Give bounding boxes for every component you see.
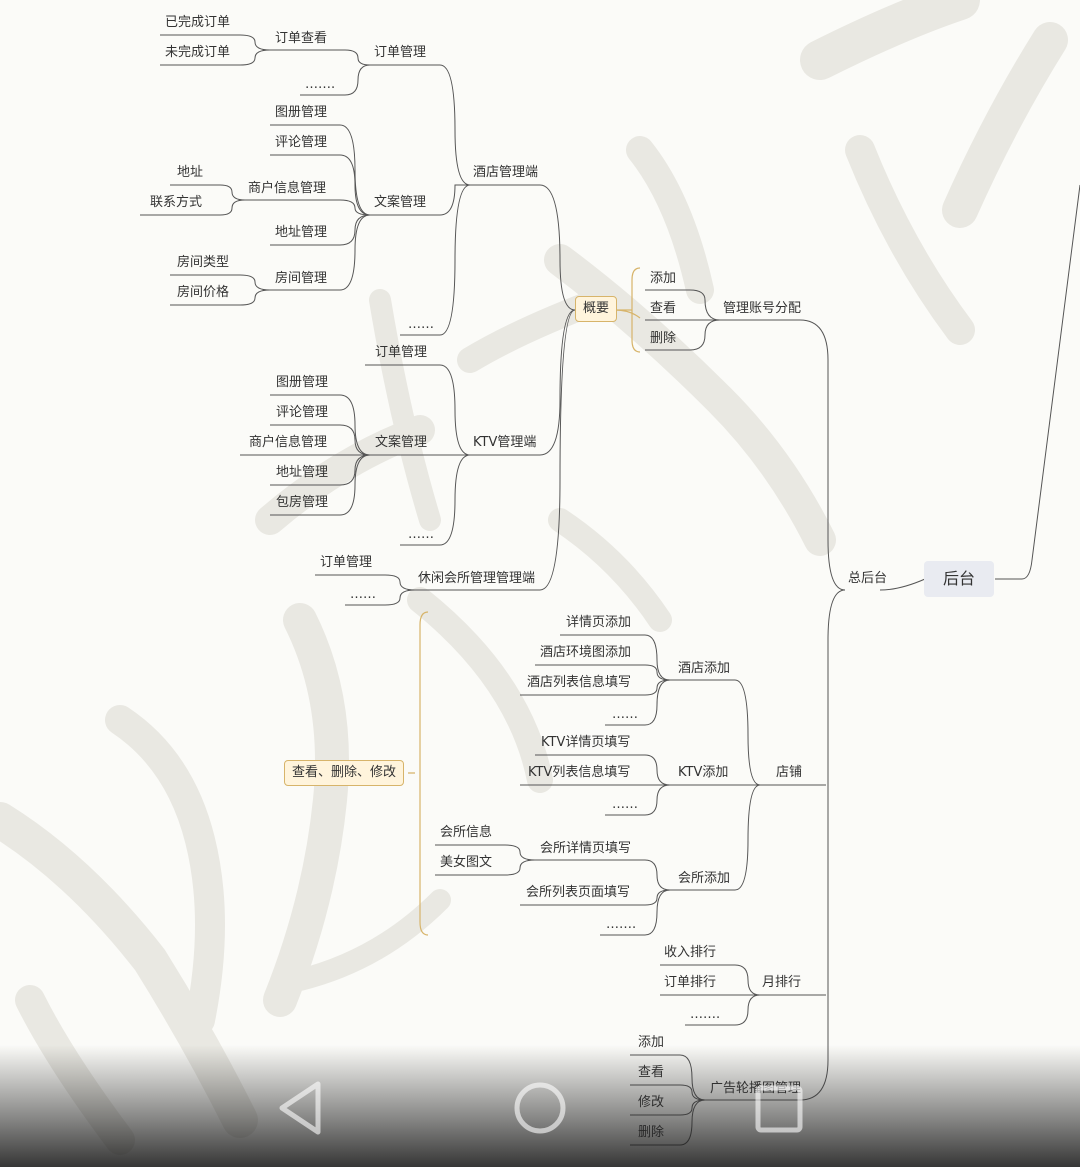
node-club-end[interactable]: 休闲会所管理管理端 [418,571,536,586]
node-income-rank[interactable]: 收入排行 [664,945,717,960]
node-ktv-merchant[interactable]: 商户信息管理 [249,435,328,450]
node-hotel-order-view[interactable]: 订单查看 [275,31,328,46]
node-ads-edit[interactable]: 修改 [638,1095,665,1110]
back-icon[interactable] [270,1078,330,1138]
node-ads-view[interactable]: 查看 [638,1065,665,1080]
node-ads-add[interactable]: 添加 [638,1035,665,1050]
node-monthly-more[interactable]: ……. [690,1007,721,1022]
node-hotel-room[interactable]: 房间管理 [275,271,328,286]
node-hotel-add-list[interactable]: 酒店列表信息填写 [527,675,632,690]
node-club-order[interactable]: 订单管理 [320,555,373,570]
node-uncompleted-orders[interactable]: 未完成订单 [165,45,231,60]
recents-icon[interactable] [752,1082,806,1136]
node-room-price[interactable]: 房间价格 [177,285,230,300]
node-ktv-order[interactable]: 订单管理 [375,345,428,360]
node-ktv-comment[interactable]: 评论管理 [276,405,329,420]
node-zonghoutai[interactable]: 总后台 [848,571,888,586]
node-ads-delete[interactable]: 删除 [638,1125,665,1140]
node-account-add[interactable]: 添加 [650,271,677,286]
node-ktv-add[interactable]: KTV添加 [678,765,729,780]
node-club-add[interactable]: 会所添加 [678,871,731,886]
node-hotel-add-detail[interactable]: 详情页添加 [566,615,632,630]
node-club-add-list[interactable]: 会所列表页面填写 [526,885,631,900]
node-ktv-copy[interactable]: 文案管理 [375,435,428,450]
node-hotel-end[interactable]: 酒店管理端 [473,165,539,180]
node-club-info[interactable]: 会所信息 [440,825,493,840]
node-ktv-add-detail[interactable]: KTV详情页填写 [541,735,631,750]
node-ktv-album[interactable]: 图册管理 [276,375,329,390]
node-crud[interactable]: 查看、删除、修改 [284,760,405,786]
node-hotel-merchant[interactable]: 商户信息管理 [248,181,327,196]
node-hotel-order[interactable]: 订单管理 [374,45,427,60]
root-node[interactable]: 后台 [924,561,994,597]
node-order-rank[interactable]: 订单排行 [664,975,717,990]
node-hotel-more[interactable]: …… [408,317,434,332]
node-room-type[interactable]: 房间类型 [177,255,230,270]
node-hotel-add-more[interactable]: …… [612,707,638,722]
node-gaiyao[interactable]: 概要 [575,296,618,322]
node-hotel-album[interactable]: 图册管理 [275,105,328,120]
home-icon[interactable] [510,1078,570,1138]
node-hotel-order-more[interactable]: ……. [305,77,336,92]
node-monthly[interactable]: 月排行 [762,975,802,990]
node-ktv-end[interactable]: KTV管理端 [473,435,537,450]
node-hotel-add[interactable]: 酒店添加 [678,661,731,676]
node-ktv-add-list[interactable]: KTV列表信息填写 [528,765,631,780]
node-club-add-detail[interactable]: 会所详情页填写 [540,841,632,856]
node-account[interactable]: 管理账号分配 [723,301,802,316]
node-hotel-copy[interactable]: 文案管理 [374,195,427,210]
node-ktv-more[interactable]: …… [408,527,434,542]
node-ktv-address[interactable]: 地址管理 [276,465,329,480]
node-club-more[interactable]: …… [350,587,376,602]
node-account-delete[interactable]: 删除 [650,331,677,346]
node-ktv-booth[interactable]: 包房管理 [276,495,329,510]
node-completed-orders[interactable]: 已完成订单 [165,15,231,30]
node-hotel-add-env[interactable]: 酒店环境图添加 [540,645,632,660]
node-ktv-add-more[interactable]: …… [612,797,638,812]
node-hotel-merchant-address[interactable]: 地址 [177,165,204,180]
node-hotel-merchant-contact[interactable]: 联系方式 [150,195,203,210]
node-club-add-more[interactable]: ……. [606,917,637,932]
node-hotel-address[interactable]: 地址管理 [275,225,328,240]
node-shop[interactable]: 店铺 [776,765,803,780]
node-hotel-comment[interactable]: 评论管理 [275,135,328,150]
node-club-photos[interactable]: 美女图文 [440,855,493,870]
node-account-view[interactable]: 查看 [650,301,677,316]
